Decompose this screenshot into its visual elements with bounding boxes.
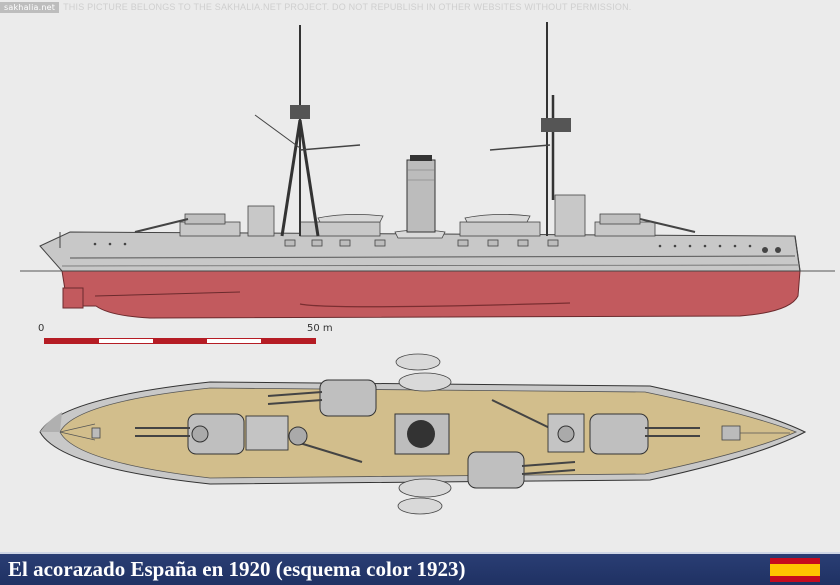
- funnel: [406, 159, 436, 233]
- scale-segment: [45, 339, 99, 343]
- turret-aft: [187, 413, 245, 455]
- plan-view: [39, 353, 807, 515]
- scale-bar: [44, 338, 316, 344]
- footer-banner: El acorazado España en 1920 (esquema col…: [0, 552, 840, 585]
- turret-wing-starboard: [467, 451, 525, 489]
- hull-underwater: [61, 270, 801, 319]
- scale-end-label: 50 m: [307, 323, 333, 334]
- turret-wing-port: [319, 379, 377, 417]
- turret-fore: [589, 413, 649, 455]
- main-mast: [489, 22, 571, 236]
- watermark: sakhalia.net THIS PICTURE BELONGS TO THE…: [0, 0, 632, 14]
- rudder: [62, 287, 84, 309]
- watermark-text: THIS PICTURE BELONGS TO THE SAKHALIA.NET…: [63, 2, 632, 12]
- scale-segment: [153, 339, 207, 343]
- scale-segment: [261, 339, 315, 343]
- spain-flag-icon: [770, 558, 820, 582]
- footer-title: El acorazado España en 1920 (esquema col…: [8, 557, 466, 581]
- ship-drawing: [20, 22, 835, 515]
- profile-view: [20, 22, 835, 319]
- plan-funnel: [407, 420, 435, 448]
- watermark-logo: sakhalia.net: [0, 1, 60, 13]
- fore-mast: [254, 25, 361, 237]
- scale-start-label: 0: [38, 323, 45, 334]
